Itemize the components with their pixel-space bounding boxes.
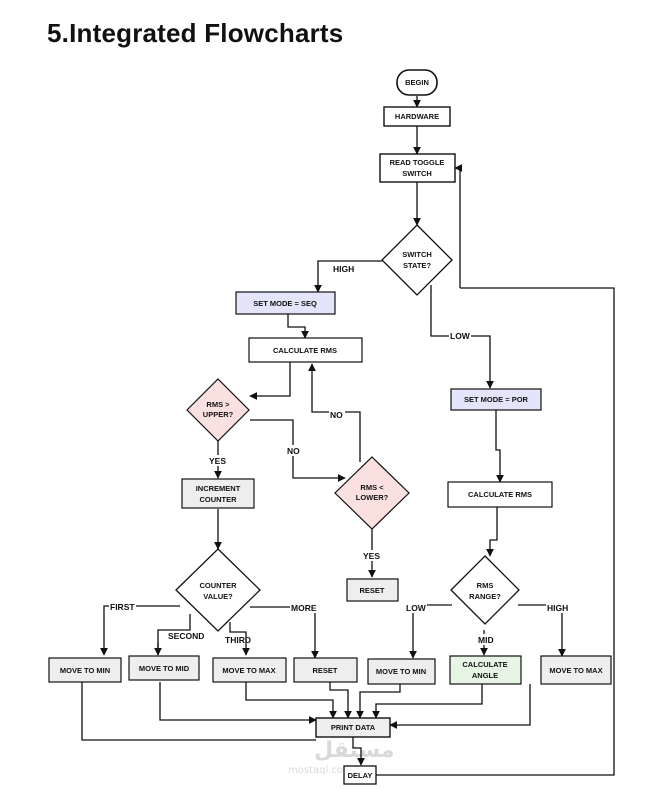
node-increment-counter: INCREMENT COUNTER xyxy=(181,478,255,509)
label-no-lower: NO xyxy=(330,410,343,420)
edge-third xyxy=(229,622,250,656)
node-set-mode-por: SET MODE = POR xyxy=(450,388,542,411)
node-counter-value-line1: COUNTER xyxy=(199,581,237,590)
edge-labels: HIGH LOW YES NO NO YES FIRST SECOND THIR… xyxy=(109,263,570,645)
edge-more xyxy=(250,606,319,659)
node-rms-upper: RMS > UPPER? xyxy=(186,378,250,442)
node-move-mid-left-label: MOVE TO MID xyxy=(139,664,190,673)
node-move-max-right-label: MOVE TO MAX xyxy=(549,666,602,675)
label-high-top: HIGH xyxy=(333,264,354,274)
node-rms-range-line2: RANGE? xyxy=(469,592,501,601)
edge-seq-calc xyxy=(287,314,309,339)
label-low-range: LOW xyxy=(406,603,427,613)
edge-minr-print xyxy=(356,684,401,719)
page-title: 5.Integrated Flowcharts xyxy=(47,18,344,48)
node-calc-angle: CALCULATE ANGLE xyxy=(449,655,522,685)
node-hardware: HARDWARE xyxy=(383,106,451,127)
node-calc-rms-left-label: CALCULATE RMS xyxy=(273,346,337,355)
node-reset-right-label: RESET xyxy=(359,586,384,595)
edge-mid-print xyxy=(159,682,317,724)
edge-angle-print xyxy=(372,684,483,719)
edge-delay-loop-bottom xyxy=(375,287,615,776)
label-high-range: HIGH xyxy=(547,603,568,613)
node-print-data-label: PRINT DATA xyxy=(331,723,376,732)
label-second: SECOND xyxy=(168,631,204,641)
node-read-toggle-line2: SWITCH xyxy=(402,169,432,178)
node-move-min-left-label: MOVE TO MIN xyxy=(60,666,110,675)
node-begin: BEGIN xyxy=(396,69,438,96)
node-move-min-right: MOVE TO MIN xyxy=(367,658,436,685)
node-move-max-left: MOVE TO MAX xyxy=(212,657,287,683)
node-calc-rms-right-label: CALCULATE RMS xyxy=(468,490,532,499)
label-yes-lower: YES xyxy=(363,551,380,561)
node-switch-state-line1: SWITCH xyxy=(402,250,432,259)
node-counter-value-line2: VALUE? xyxy=(203,592,233,601)
node-switch-state-line2: STATE? xyxy=(403,261,431,270)
node-rms-upper-line1: RMS > xyxy=(206,400,230,409)
node-reset-left-label: RESET xyxy=(312,666,337,675)
edge-first xyxy=(100,605,180,656)
label-low-top: LOW xyxy=(450,331,471,341)
node-set-mode-seq: SET MODE = SEQ xyxy=(235,291,336,315)
node-hardware-label: HARDWARE xyxy=(395,112,439,121)
edge-calc-range xyxy=(486,507,498,557)
node-rms-range: RMS RANGE? xyxy=(450,555,520,625)
node-calc-rms-right: CALCULATE RMS xyxy=(447,481,553,508)
label-mid-range: MID xyxy=(478,635,494,645)
node-move-min-right-label: MOVE TO MIN xyxy=(376,667,426,676)
node-calc-angle-line1: CALCULATE xyxy=(462,660,507,669)
node-reset-left: RESET xyxy=(293,657,358,683)
label-more: MORE xyxy=(291,603,317,613)
edge-reset-print xyxy=(329,682,352,719)
node-set-mode-por-label: SET MODE = POR xyxy=(464,395,529,404)
label-first: FIRST xyxy=(110,602,135,612)
edge-min-print xyxy=(81,682,316,741)
node-rms-lower-line1: RMS < xyxy=(360,483,384,492)
node-move-max-left-label: MOVE TO MAX xyxy=(222,666,275,675)
node-counter-value: COUNTER VALUE? xyxy=(175,548,261,632)
node-reset-right: RESET xyxy=(346,578,399,602)
node-rms-upper-line2: UPPER? xyxy=(203,410,234,419)
node-delay: DELAY xyxy=(343,765,377,785)
node-move-max-right: MOVE TO MAX xyxy=(540,655,612,685)
edge-max-print xyxy=(245,682,337,719)
edge-calc-upper xyxy=(249,361,291,400)
edge-print-delay xyxy=(352,737,365,766)
edge-switch-high xyxy=(314,260,382,293)
node-move-min-left: MOVE TO MIN xyxy=(48,657,122,683)
edge-por-calc xyxy=(495,410,504,483)
node-print-data: PRINT DATA xyxy=(315,717,391,738)
label-no-upper: NO xyxy=(287,446,300,456)
node-set-mode-seq-label: SET MODE = SEQ xyxy=(253,299,317,308)
watermark-latin: mostaql.com xyxy=(288,765,353,776)
label-yes-upper: YES xyxy=(209,456,226,466)
node-read-toggle: READ TOGGLE SWITCH xyxy=(379,153,456,183)
watermark-arabic: مستقل xyxy=(314,738,394,763)
node-read-toggle-line1: READ TOGGLE xyxy=(390,158,445,167)
node-rms-lower-line2: LOWER? xyxy=(356,493,389,502)
node-calc-rms-left: CALCULATE RMS xyxy=(248,337,363,363)
node-switch-state: SWITCH STATE? xyxy=(381,224,453,296)
edge-maxr-print xyxy=(389,684,531,729)
node-begin-label: BEGIN xyxy=(405,78,429,87)
edge-loop-to-read xyxy=(454,164,463,288)
node-delay-label: DELAY xyxy=(348,771,373,780)
node-rms-lower: RMS < LOWER? xyxy=(334,456,410,530)
node-calc-angle-line2: ANGLE xyxy=(472,671,498,680)
node-move-mid-left: MOVE TO MID xyxy=(128,655,200,681)
node-rms-range-line1: RMS xyxy=(477,581,494,590)
node-increment-line1: INCREMENT xyxy=(196,484,241,493)
watermark: مستقل mostaql.com xyxy=(288,738,394,776)
node-increment-line2: COUNTER xyxy=(199,495,237,504)
label-third: THIRD xyxy=(225,635,251,645)
